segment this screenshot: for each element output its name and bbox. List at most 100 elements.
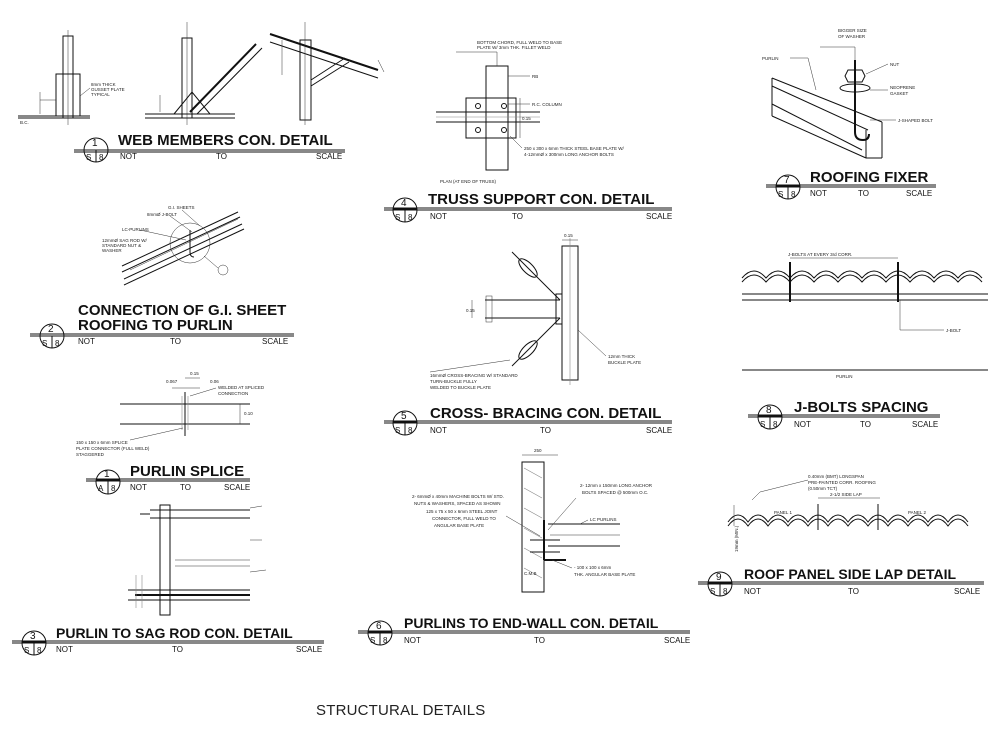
truss-support-drawing: 0.15 BOTTOM CHORD, FULL WELD TO BASE PLA… (436, 40, 624, 184)
not-label: NOT (78, 337, 95, 346)
gusset-note: 8mm THICK (91, 82, 116, 87)
title-block-7: 7 S 8 ROOFING FIXER NOT TO SCALE (766, 169, 936, 200)
truss-plan-note: PLAN (AT END OF TRUSS) (440, 179, 497, 184)
detail-title: WEB MEMBERS CON. DETAIL (118, 132, 333, 149)
splice-plate-note-2: PLATE CONNECTOR (FULL WELD) (76, 446, 150, 451)
gi-lc-note: LC-PURLINS (122, 227, 149, 232)
detail-title-line-1: CONNECTION OF G.I. SHEET (78, 302, 286, 319)
gi-sag-note-3: WASHER (102, 248, 122, 253)
cb-plate-note-2: BUCKLE PLATE (608, 360, 641, 365)
jb-purlin-note: PURLIN (836, 374, 853, 379)
purlin-splice-drawing: 0.15 0.067 0.06 0.10 WELDED AT SPLICED C… (76, 371, 265, 457)
detail-title: CROSS- BRACING CON. DETAIL (430, 405, 661, 422)
scale-label: SCALE (646, 212, 672, 221)
rf-neo-note-1: NEOPRENE (890, 85, 915, 90)
ew-ab-note-2: BOLTS SPACED @ 500mm O.C. (582, 490, 648, 495)
detail-number: 1 (92, 138, 98, 149)
sheet-number: 8 (37, 646, 42, 655)
title-block-8: 8 S 8 J-BOLTS SPACING NOT TO SCALE (748, 399, 940, 430)
splice-dim-3: 0.06 (210, 379, 219, 384)
ew-mb-note-1: 2- 6mmØ x 40mm MACHINE BOLTS W/ STD. (412, 494, 504, 499)
gi-sheets-note: G.I. SHEETS (168, 205, 195, 210)
to-label: TO (858, 189, 869, 198)
gi-jbolt-note: 8mmØ J-BOLT (147, 212, 177, 217)
lap-panel2: PANEL 2 (908, 510, 927, 515)
detail-number: 1 (104, 469, 110, 480)
ew-lc-note: LC PURLINS (590, 517, 617, 522)
truss-rb-note: RB (532, 74, 538, 79)
not-label: NOT (430, 212, 447, 221)
title-block-5: 5 S 8 CROSS- BRACING CON. DETAIL NOT TO … (384, 405, 672, 436)
scale-label: SCALE (664, 636, 690, 645)
not-label: NOT (744, 587, 761, 596)
ew-angle-note-1: - 100 x 100 x 6mm (574, 565, 612, 570)
lap-panel1: PANEL 1 (774, 510, 793, 515)
end-wall-drawing: 250 2- 6mmØ x 40mm MACHINE BOLTS W/ STD.… (412, 448, 653, 593)
sheet-number: 8 (773, 420, 778, 429)
cb-rod-note-2: TURN-BUCKLE FULLY (430, 379, 477, 384)
to-label: TO (170, 337, 181, 346)
ew-mb-note-4: CONNECTOR, FULL WELD TO (432, 516, 496, 521)
detail-number: 4 (401, 198, 407, 209)
truss-dim: 0.15 (522, 116, 531, 121)
web-members-drawing: B.C. 8mm THICK GUSSET PLATE TYPICAL (18, 22, 385, 125)
to-label: TO (172, 645, 183, 654)
detail-title: TRUSS SUPPORT CON. DETAIL (428, 191, 654, 208)
detail-title: ROOFING FIXER (810, 169, 929, 186)
gi-sag-note-2: STANDARD NUT & (102, 243, 141, 248)
lap-note-3: (0.50mm TCT) (808, 486, 838, 491)
cb-side-dim: 0.15 (466, 308, 475, 313)
title-block-2: 2 S 8 CONNECTION OF G.I. SHEET ROOFING T… (30, 302, 294, 349)
cb-top-dim: 0.15 (564, 233, 573, 238)
detail-title: PURLINS TO END-WALL CON. DETAIL (404, 615, 659, 631)
sheet-letter: S (86, 153, 91, 162)
lap-height-note: 19mm (MIN.) (734, 525, 739, 552)
sheet-number: 8 (408, 213, 413, 222)
to-label: TO (180, 483, 191, 492)
jb-top-note: J-BOLTS AT EVERY 3rd CORR. (788, 252, 852, 257)
ew-mb-note-2: NUTS & WASHERS, SPACED AS SHOWN (414, 501, 501, 506)
gusset-note-3: TYPICAL (91, 92, 110, 97)
scale-label: SCALE (316, 152, 342, 161)
to-label: TO (848, 587, 859, 596)
ew-dim: 250 (534, 448, 542, 453)
not-label: NOT (404, 636, 421, 645)
gi-sag-note-1: 12mmØ SAG ROD W/ (102, 238, 148, 243)
lap-note-1: 0.40mm (BMT) LONGSPAN (808, 474, 864, 479)
rf-jbolt-note: J-SHAPED BOLT (898, 118, 933, 123)
to-label: TO (860, 420, 871, 429)
not-label: NOT (794, 420, 811, 429)
sheet-letter: S (395, 213, 400, 222)
splice-dim-2: 0.067 (166, 379, 178, 384)
cb-plate-note-1: 12mm THICK (608, 354, 635, 359)
sag-rod-drawing (128, 504, 267, 616)
sheet-letter: S (778, 190, 783, 199)
sheet-letter: S (42, 339, 47, 348)
cross-bracing-drawing: 0.15 0.15 16mmØ CROSS-BRACING W/ STANDAR… (429, 233, 641, 390)
not-label: NOT (130, 483, 147, 492)
splice-dim-1: 0.15 (190, 371, 199, 376)
lap-side-note: 2-1/2 SIDE LAP (830, 492, 862, 497)
splice-weld-note-1: WELDED AT SPLICED (218, 385, 265, 390)
truss-bp-note-1: 250 x 300 x 6mm THICK STEEL BASE PLATE W… (524, 146, 624, 151)
detail-number: 7 (784, 175, 790, 186)
gusset-note-2: GUSSET PLATE (91, 87, 125, 92)
rf-bigger-note-1: BIGGER SIZE (838, 28, 867, 33)
detail-number: 9 (716, 572, 722, 583)
sheet-letter: S (24, 646, 29, 655)
title-block-1a: 1 A 8 PURLIN SPLICE NOT TO SCALE (86, 463, 250, 495)
to-label: TO (512, 212, 523, 221)
sheet-number: 8 (111, 484, 116, 493)
scale-label: SCALE (912, 420, 938, 429)
truss-bc-note-1: BOTTOM CHORD, FULL WELD TO BASE (477, 40, 562, 45)
detail-number: 2 (48, 324, 54, 335)
side-lap-drawing: 2-1/2 SIDE LAP PANEL 1 PANEL 2 0.40mm (B… (727, 474, 969, 552)
scale-label: SCALE (224, 483, 250, 492)
not-label: NOT (120, 152, 137, 161)
detail-number: 5 (401, 411, 407, 422)
ew-mb-note-5: ANGULAR BASE PLATE (434, 523, 484, 528)
ew-mb-note-3: 125 x 75 x 50 x 6mm STEEL JOINT (426, 509, 498, 514)
sheet-number: 8 (723, 587, 728, 596)
detail-title: ROOF PANEL SIDE LAP DETAIL (744, 566, 957, 582)
